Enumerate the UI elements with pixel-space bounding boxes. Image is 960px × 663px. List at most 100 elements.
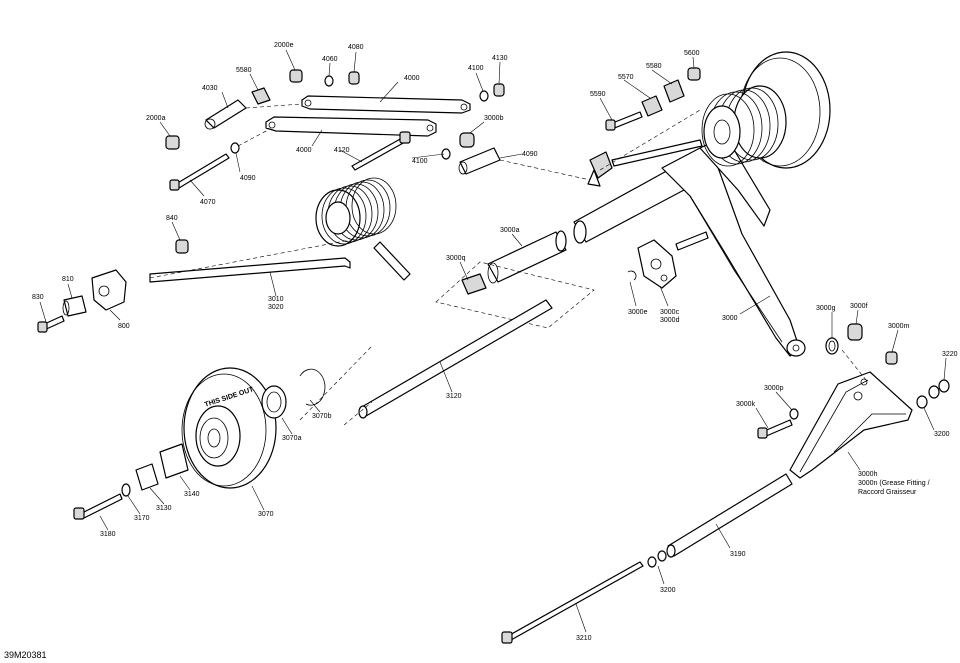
label-3070b: 3070b	[312, 413, 332, 420]
nut-4080	[348, 71, 360, 85]
hub-3140	[159, 443, 189, 479]
bushing-810	[63, 295, 87, 317]
washer-3170	[121, 483, 131, 497]
bushing-3000b	[459, 132, 475, 148]
label-3190: 3190	[730, 551, 746, 558]
sleeve-4090-right	[459, 147, 501, 175]
label-3220: 3220	[942, 351, 958, 358]
bracket-3000c	[637, 239, 677, 289]
label-3000n-line2: Raccord Graisseur	[858, 489, 917, 496]
spring-tail	[373, 241, 411, 281]
washer-3000p	[789, 408, 799, 420]
label-3120: 3120	[446, 393, 462, 400]
washer-3200-lower-a	[657, 550, 667, 562]
label-3000p: 3000p	[764, 385, 784, 392]
label-3000c: 3000c	[660, 309, 680, 316]
label-3000f: 3000f	[850, 303, 868, 310]
lower-idler-wheel-3070: THIS SIDE OUT	[73, 345, 373, 520]
label-3000g: 3000g	[816, 305, 836, 312]
label-3130: 3130	[156, 505, 172, 512]
label-800: 800	[118, 323, 130, 330]
label-3000m: 3000m	[888, 323, 910, 330]
label-4120: 4120	[334, 147, 350, 154]
bolt-4120	[351, 137, 406, 171]
label-3000q: 3000q	[446, 255, 466, 262]
spacer-3130	[135, 463, 159, 491]
label-4100-center: 4100	[412, 158, 428, 165]
label-3000: 3000	[722, 315, 738, 322]
part-labels: 2000e 4060 4080 4030 5580 4000 2000a 400…	[4, 42, 958, 660]
label-3020: 3020	[268, 304, 284, 311]
sleeve-3000a	[487, 231, 567, 283]
upper-link-assembly	[165, 69, 591, 191]
label-4060: 4060	[322, 56, 338, 63]
nut-5600	[687, 67, 701, 81]
center-parts	[343, 230, 677, 426]
washer-3220-a	[938, 379, 950, 393]
sleeve-5570	[641, 95, 663, 117]
ring-3000g	[825, 337, 839, 355]
label-810: 810	[62, 276, 74, 283]
bushing-5580-right	[663, 79, 685, 103]
label-5570: 5570	[618, 74, 634, 81]
label-3000h: 3000h	[858, 471, 878, 478]
bracket-plate	[789, 371, 913, 479]
label-4000-top: 4000	[404, 75, 420, 82]
label-5590: 5590	[590, 91, 606, 98]
nut-2000e	[289, 69, 303, 83]
label-3000n: 3000n (Grease Fitting /	[858, 480, 930, 487]
drawing-code: 39M20381	[4, 650, 47, 660]
washer-4090-left	[230, 142, 240, 154]
label-3200-lower: 3200	[660, 587, 676, 594]
label-4130: 4130	[492, 55, 508, 62]
label-830: 830	[32, 294, 44, 301]
nut-3000m	[885, 351, 898, 365]
bushing-3000f	[847, 323, 863, 341]
label-3000e: 3000e	[628, 309, 648, 316]
leader-lines	[39, 49, 947, 633]
lower-shafts	[501, 473, 793, 644]
spring-arm	[149, 257, 351, 283]
clip-3070b	[299, 368, 326, 406]
washer-3200-right	[916, 395, 928, 409]
washer-3220-b	[928, 385, 940, 399]
label-3010: 3010	[268, 296, 284, 303]
top-idler-wheel	[701, 51, 831, 169]
link-arm-4000-bottom	[265, 116, 437, 137]
nut-840	[175, 239, 189, 254]
label-3000k: 3000k	[736, 401, 756, 408]
label-4000-bottom: 4000	[296, 147, 312, 154]
frame-lower-eye	[786, 339, 806, 357]
label-2000a: 2000a	[146, 115, 166, 122]
clip-3000e	[627, 270, 637, 281]
label-4080: 4080	[348, 44, 364, 51]
label-5600: 5600	[684, 50, 700, 57]
label-3180: 3180	[100, 531, 116, 538]
bolt-3210	[507, 561, 644, 641]
main-frame-3000	[573, 67, 806, 357]
nut-4130	[493, 83, 505, 97]
link-arm-4000-top	[301, 95, 471, 114]
label-3140: 3140	[184, 491, 200, 498]
label-3000a: 3000a	[500, 227, 520, 234]
label-3000d: 3000d	[660, 317, 680, 324]
rear-bracket-3000h	[757, 323, 950, 479]
label-3210: 3210	[576, 635, 592, 642]
label-840: 840	[166, 215, 178, 222]
label-4090-right: 4090	[522, 151, 538, 158]
label-3000b: 3000b	[484, 115, 504, 122]
bushing-3000q	[461, 273, 487, 295]
bushing-5580-left	[251, 87, 271, 105]
tube-3190	[667, 473, 793, 557]
label-4090-left: 4090	[240, 175, 256, 182]
torsion-spring-3010	[37, 177, 411, 333]
label-5580-right: 5580	[646, 63, 662, 70]
bolt-4070	[175, 153, 230, 189]
sleeve-4030	[205, 99, 247, 129]
washer-3200-lower-b	[647, 556, 657, 568]
label-4030: 4030	[202, 85, 218, 92]
label-3070a: 3070a	[282, 435, 302, 442]
label-3170: 3170	[134, 515, 150, 522]
washer-4100-right	[479, 90, 489, 102]
